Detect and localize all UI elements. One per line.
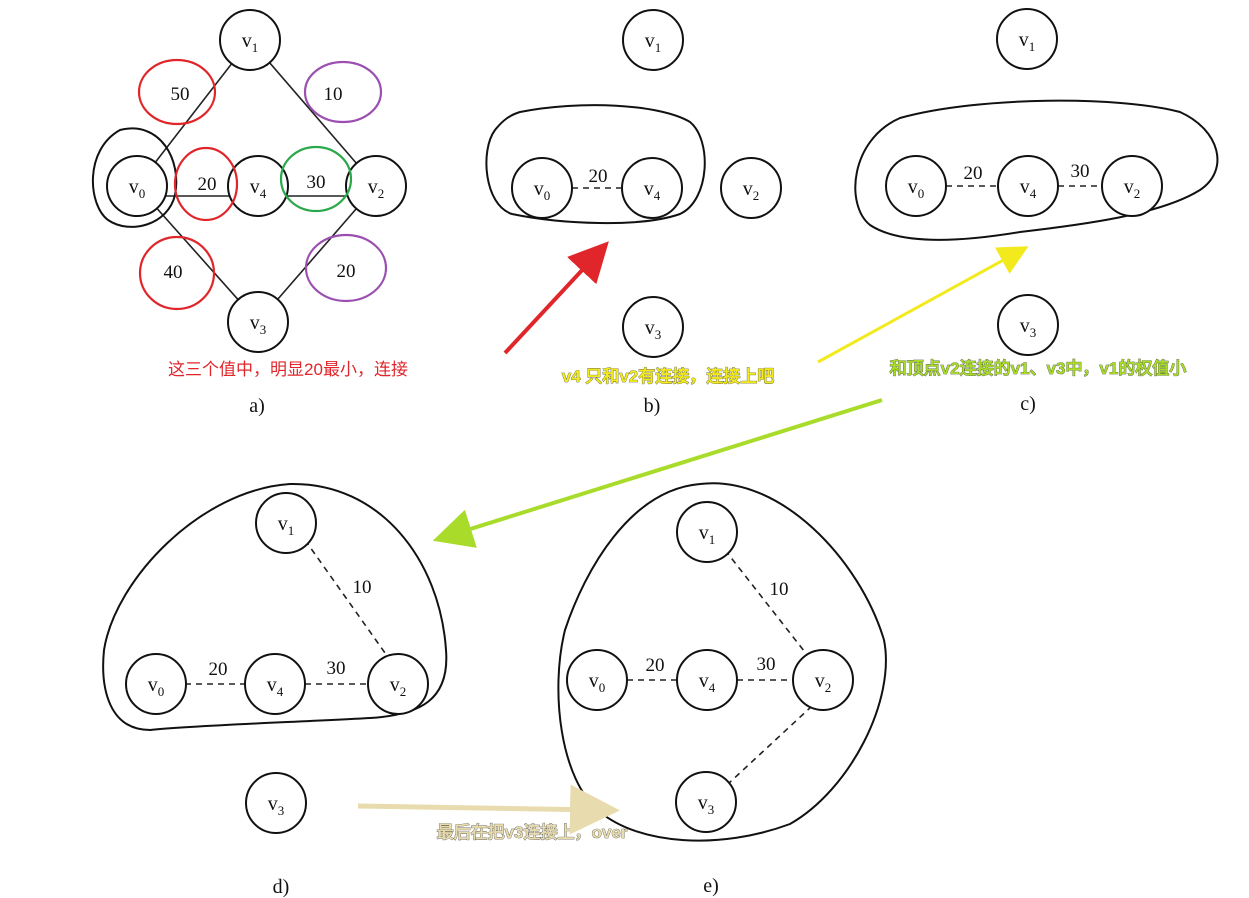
svg-text:v4: v4: [644, 178, 661, 203]
weight-10: 10: [770, 579, 789, 600]
highlight-purple-20: [304, 233, 388, 303]
edge-v1-v2: [304, 539, 391, 661]
highlight-green-30: [279, 145, 353, 213]
edge-v2-v3: [727, 705, 813, 785]
svg-text:v1: v1: [1019, 29, 1036, 54]
edge-v1-v2: [249, 39, 377, 187]
highlight-purple-10: [303, 60, 383, 124]
weight-20: 20: [209, 659, 228, 680]
panel-e: 10 20 30 v1 v0 v4 v2 v3 最后在把v3连接上，over e…: [436, 482, 887, 897]
weight-40: 40: [164, 262, 183, 283]
svg-text:v2: v2: [815, 670, 832, 695]
svg-text:v0: v0: [148, 674, 165, 699]
node-v1: v1: [996, 8, 1058, 70]
node-v1: v1: [676, 501, 738, 563]
note-a: 这三个值中，明显20最小，连接: [168, 360, 408, 379]
svg-text:v3: v3: [1020, 315, 1037, 340]
node-v2: v2: [792, 649, 854, 711]
panel-b: 20 v1 v0 v4 v2 v3 v4 只和v2有连接，连接上吧 b): [485, 9, 782, 417]
step-arrows: [357, 241, 1029, 835]
node-v4: v4: [997, 155, 1059, 217]
node-v2: v2: [345, 155, 407, 217]
panel-a: v1 v0 v4 v2 v3 50 10 20 30 40 20: [92, 9, 408, 417]
node-v2: v2: [720, 157, 782, 219]
svg-text:v1: v1: [699, 522, 716, 547]
edge-v1-v2: [724, 549, 809, 657]
highlight-red-40: [138, 235, 216, 311]
weight-20: 20: [589, 166, 608, 187]
note-b: v4 只和v2有连接，连接上吧: [562, 366, 775, 386]
highlight-red-20: [173, 146, 239, 222]
blob-d: [102, 482, 448, 732]
node-v0: v0: [106, 155, 168, 217]
svg-text:v0: v0: [129, 176, 146, 201]
svg-text:v0: v0: [534, 178, 551, 203]
weight-20-v2-v3: 20: [337, 261, 356, 282]
panel-c: 20 30 v1 v0 v4 v2 v3 和顶点v2连接的v1、v3中，v1的权…: [854, 8, 1219, 415]
svg-text:v4: v4: [1020, 176, 1037, 201]
node-v4: v4: [676, 649, 738, 711]
highlight-red-50: [137, 58, 217, 126]
weight-50: 50: [171, 84, 190, 105]
node-v3: v3: [997, 294, 1059, 356]
node-v4: v4: [621, 157, 683, 219]
svg-text:v3: v3: [268, 793, 285, 818]
caption-d: d): [273, 876, 290, 898]
svg-text:v3: v3: [250, 312, 267, 337]
weight-20-v0-v4: 20: [198, 174, 217, 195]
weight-10: 10: [324, 84, 343, 105]
weight-20: 20: [964, 163, 983, 184]
arrow-red-a-to-b: [503, 241, 609, 355]
node-v0: v0: [885, 155, 947, 217]
caption-e: e): [703, 875, 719, 897]
weight-30: 30: [1071, 161, 1090, 182]
caption-b: b): [644, 395, 661, 417]
node-v3: v3: [675, 771, 737, 833]
svg-text:v1: v1: [645, 30, 662, 55]
node-v1: v1: [622, 9, 684, 71]
svg-text:v2: v2: [1124, 176, 1141, 201]
svg-text:v2: v2: [390, 674, 407, 699]
note-c: 和顶点v2连接的v1、v3中，v1的权值小: [890, 358, 1187, 378]
svg-text:v3: v3: [698, 792, 715, 817]
caption-a: a): [249, 395, 265, 417]
svg-text:v3: v3: [645, 317, 662, 342]
blob-around-v0: [92, 127, 178, 228]
node-v1: v1: [255, 492, 317, 554]
arrow-lime-c-to-d: [432, 398, 883, 548]
svg-text:v2: v2: [368, 176, 385, 201]
weight-20: 20: [646, 655, 665, 676]
svg-text:v4: v4: [699, 670, 716, 695]
node-v4: v4: [244, 653, 306, 715]
node-v3: v3: [227, 291, 289, 353]
note-e: 最后在把v3连接上，over: [437, 822, 628, 842]
panel-d: 10 20 30 v1 v0 v4 v2 v3 d): [102, 482, 448, 898]
node-v1: v1: [219, 9, 281, 71]
svg-text:v4: v4: [267, 674, 284, 699]
svg-text:v2: v2: [743, 178, 760, 203]
node-v3: v3: [245, 772, 307, 834]
weight-30: 30: [327, 658, 346, 679]
svg-text:v0: v0: [589, 670, 606, 695]
caption-c: c): [1020, 393, 1036, 415]
blob-e: [557, 482, 887, 842]
svg-text:v1: v1: [278, 513, 295, 538]
node-v2: v2: [367, 653, 429, 715]
arrow-yellow-b-to-c: [817, 246, 1029, 364]
svg-text:v1: v1: [242, 30, 259, 55]
node-v0: v0: [511, 157, 573, 219]
blob-b: [485, 104, 706, 225]
node-v2: v2: [1101, 155, 1163, 217]
arrow-tan-d-to-e: [357, 784, 620, 835]
weight-10: 10: [353, 577, 372, 598]
svg-text:v0: v0: [908, 176, 925, 201]
node-v0: v0: [566, 649, 628, 711]
node-v4: v4: [227, 155, 289, 217]
weight-30: 30: [307, 172, 326, 193]
svg-text:v4: v4: [250, 176, 267, 201]
node-v3: v3: [622, 296, 684, 358]
weight-30: 30: [757, 654, 776, 675]
node-v0: v0: [125, 653, 187, 715]
